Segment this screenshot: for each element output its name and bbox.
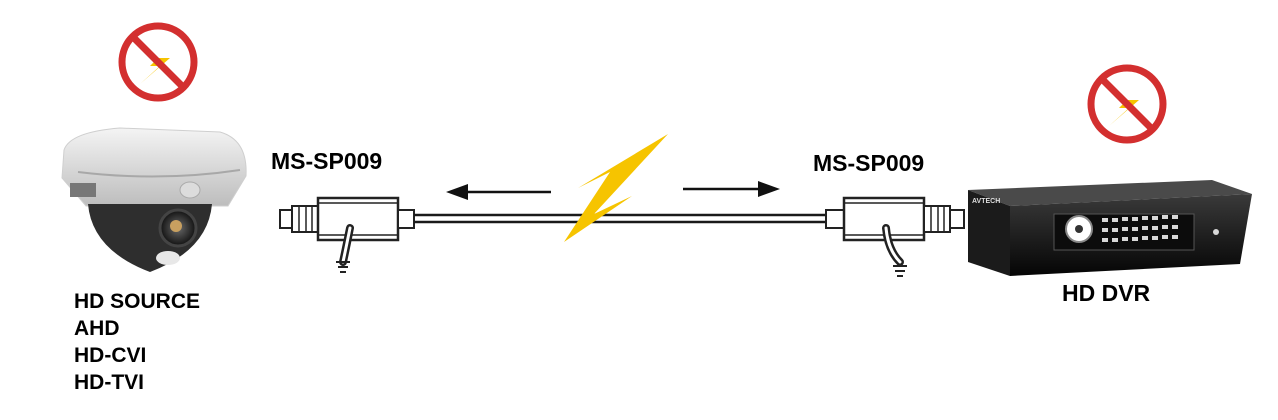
lightning-bolt-icon <box>564 134 668 242</box>
dvr-button-grid <box>1102 215 1219 242</box>
no-lightning-icon <box>118 22 198 102</box>
protector-label-left: MS-SP009 <box>271 148 383 174</box>
surge-protector-icon <box>825 196 965 277</box>
surge-protector-icon <box>279 196 415 273</box>
arrow-right-icon <box>683 181 780 197</box>
coax-cable <box>414 213 826 224</box>
dvr-brand-text: AVTECH <box>972 198 1000 205</box>
hd-cvi-label: HD-CVI <box>74 344 147 367</box>
hd-dvr-label: HD DVR <box>1062 280 1151 306</box>
hd-source-label-list: HD SOURCE AHD HD-CVI HD-TVI <box>74 288 200 396</box>
hd-tvi-label: HD-TVI <box>74 371 144 394</box>
dome-camera-icon <box>61 127 247 272</box>
no-lightning-icon <box>1087 64 1167 144</box>
ahd-label: AHD <box>74 317 120 340</box>
hd-source-label: HD SOURCE <box>74 290 201 313</box>
protector-label-right: MS-SP009 <box>813 150 925 176</box>
arrow-left-icon <box>446 184 551 200</box>
dvr-recorder-icon: AVTECH <box>968 180 1252 276</box>
